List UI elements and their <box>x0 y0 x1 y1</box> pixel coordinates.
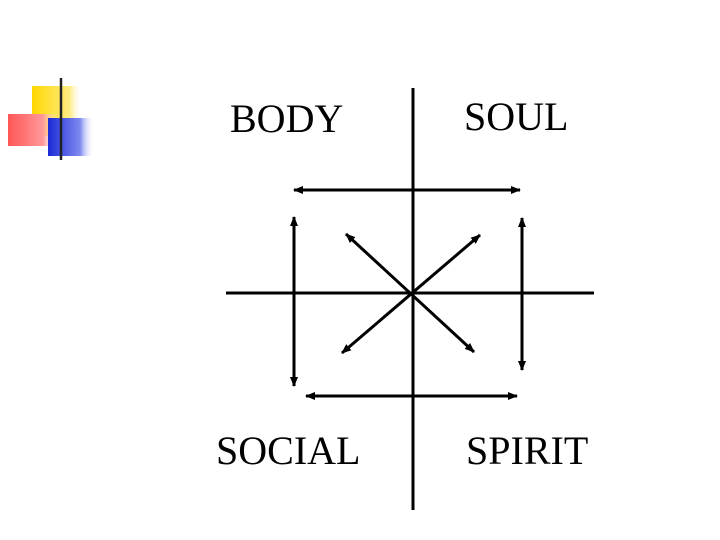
relation-arrows <box>290 186 526 400</box>
label-social: SOCIAL <box>216 428 361 473</box>
arrow-soul-social <box>341 233 481 355</box>
title-ornament <box>8 78 665 160</box>
label-spirit: SPIRIT <box>466 428 589 473</box>
label-soul: SOUL <box>464 94 569 139</box>
label-body: BODY <box>230 96 344 141</box>
ornament-blue-square <box>48 118 94 156</box>
